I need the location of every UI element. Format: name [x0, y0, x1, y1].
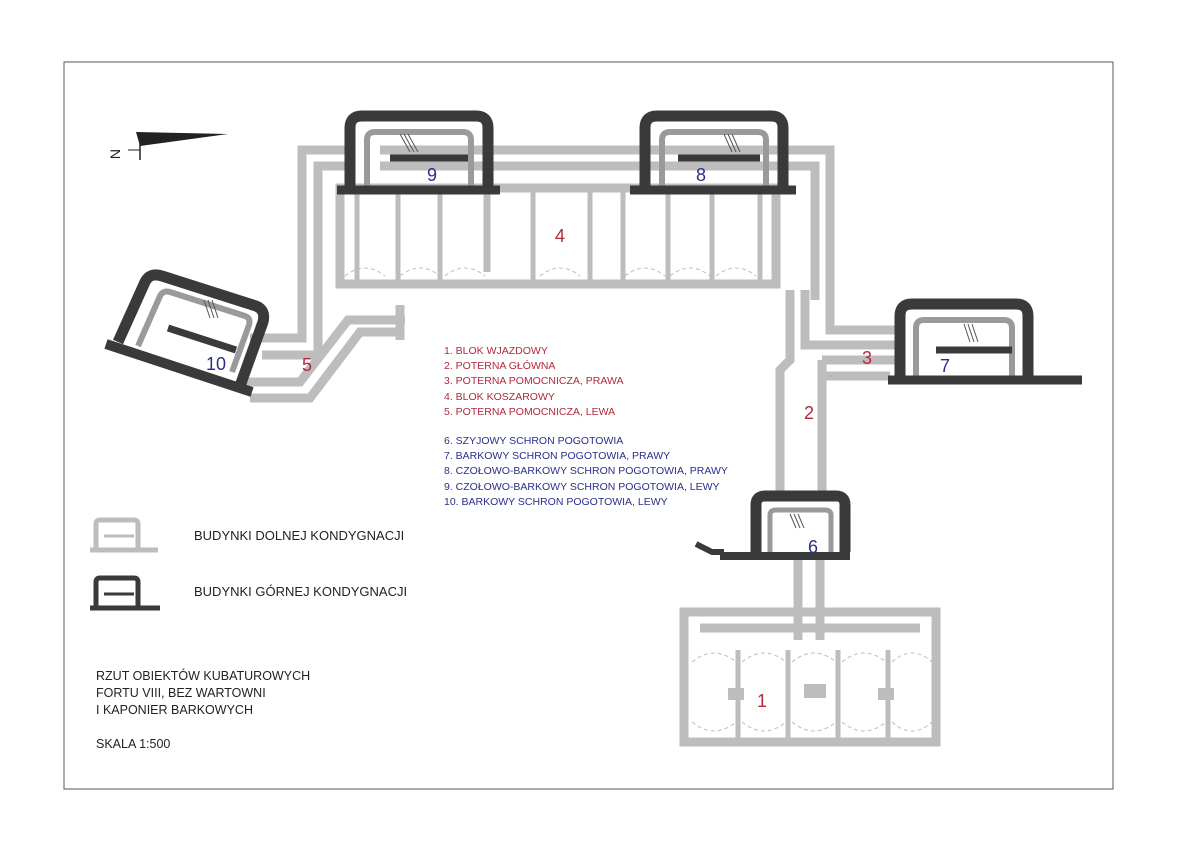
key-lower-symbol: [90, 517, 158, 553]
legend-item-9: 9. CZOŁOWO-BARKOWY SCHRON POGOTOWIA, LEW…: [444, 480, 720, 493]
label-3: 3: [862, 348, 873, 368]
legend-red: 1. BLOK WJAZDOWY 2. POTERNA GŁÓWNA 3. PO…: [444, 344, 624, 420]
label-9: 9: [427, 165, 438, 185]
title-line-3: I KAPONIER BARKOWYCH: [96, 703, 253, 717]
label-8: 8: [696, 165, 707, 185]
label-7: 7: [940, 356, 951, 376]
label-6: 6: [808, 537, 819, 557]
title-line-2: FORTU VIII, BEZ WARTOWNI: [96, 686, 266, 700]
block-1: [679, 607, 941, 747]
shelter-10: [112, 269, 270, 388]
key-upper-label: BUDYNKI GÓRNEJ KONDYGNACJI: [194, 584, 408, 599]
legend-item-10: 10. BARKOWY SCHRON POGOTOWIA, LEWY: [444, 495, 668, 508]
label-2: 2: [804, 403, 815, 423]
title-line-1: RZUT OBIEKTÓW KUBATUROWYCH: [96, 669, 311, 683]
legend-item-8: 8. CZOŁOWO-BARKOWY SCHRON POGOTOWIA, PRA…: [444, 465, 728, 478]
legend-item-1: 1. BLOK WJAZDOWY: [444, 345, 548, 357]
legend-item-3: 3. POTERNA POMOCNICZA, PRAWA: [444, 375, 624, 388]
label-10: 10: [206, 354, 227, 374]
legend-item-7: 7. BARKOWY SCHRON POGOTOWIA, PRAWY: [444, 450, 671, 463]
legend-item-4: 4. BLOK KOSZAROWY: [444, 390, 555, 403]
key-lower-label: BUDYNKI DOLNEJ KONDYGNACJI: [194, 528, 405, 543]
shelter-7: [894, 298, 1034, 378]
legend-item-5: 5. POTERNA POMOCNICZA, LEWA: [444, 405, 616, 418]
shelter-9: [344, 110, 494, 186]
shelter-6: [750, 490, 851, 552]
label-5: 5: [302, 355, 313, 375]
label-4: 4: [555, 226, 566, 246]
poterna-5: [250, 145, 345, 343]
key-upper-symbol: [90, 575, 160, 611]
drawing-frame: [63, 61, 1114, 790]
legend-item-2: 2. POTERNA GŁÓWNA: [444, 360, 556, 373]
block-4: [335, 183, 781, 289]
shelter-8: [639, 110, 789, 186]
poterna-2: [775, 290, 795, 500]
north-arrow-icon: [128, 132, 228, 160]
legend-item-6: 6. SZYJOWY SCHRON POGOTOWIA: [444, 435, 624, 447]
title-block: RZUT OBIEKTÓW KUBATUROWYCH FORTU VIII, B…: [96, 668, 310, 719]
legend-blue: 6. SZYJOWY SCHRON POGOTOWIA 7. BARKOWY S…: [444, 434, 728, 510]
scale-label: SKALA 1:500: [96, 737, 171, 751]
upper-level-buildings: [104, 110, 1082, 560]
label-1: 1: [757, 691, 768, 711]
north-label: N: [107, 148, 124, 160]
